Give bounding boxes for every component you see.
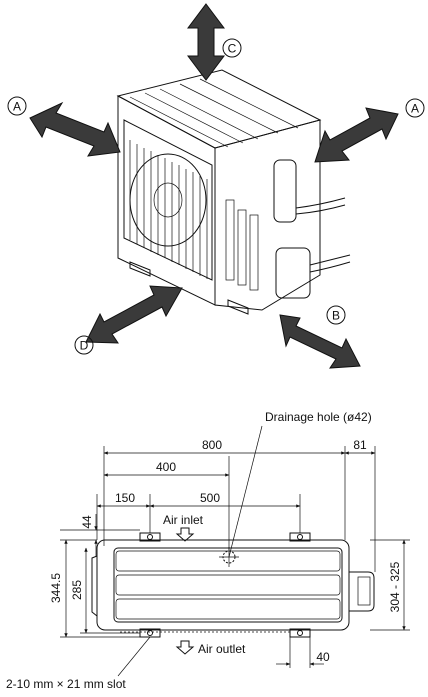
arrow-a-right	[314, 107, 399, 163]
dim-400: 400	[156, 460, 176, 474]
callout-a-right: A	[405, 98, 425, 118]
dimension-lines	[64, 451, 406, 666]
clearance-arrows	[29, 3, 399, 369]
dim-800: 800	[202, 438, 222, 452]
air-outlet-arrow	[175, 640, 195, 655]
svg-text:C: C	[228, 42, 237, 56]
svg-text:A: A	[13, 100, 21, 114]
dim-344-5: 344.5	[49, 573, 63, 603]
outdoor-unit-illustration	[116, 69, 351, 315]
slot-label: 2-10 mm × 21 mm slot	[6, 677, 126, 691]
callout-d: D	[74, 335, 94, 355]
drainage-hole-label: Drainage hole (ø42)	[265, 410, 372, 424]
dim-81: 81	[353, 438, 367, 452]
arrow-d	[85, 285, 183, 344]
arrow-b	[279, 314, 361, 369]
svg-text:B: B	[332, 309, 340, 323]
air-inlet-label: Air inlet	[163, 513, 204, 527]
dim-285: 285	[70, 580, 84, 600]
dim-304-325: 304 - 325	[388, 561, 402, 612]
dim-150: 150	[115, 491, 135, 505]
svg-text:A: A	[411, 102, 419, 116]
dim-500: 500	[200, 491, 220, 505]
air-inlet-arrow	[175, 527, 195, 542]
dim-44: 44	[80, 515, 94, 529]
top-view-drawing	[91, 425, 375, 638]
slot-leader	[117, 636, 151, 677]
callout-c: C	[222, 38, 242, 58]
air-outlet-label: Air outlet	[198, 642, 246, 656]
arrow-c	[187, 3, 225, 81]
svg-text:D: D	[80, 339, 89, 353]
dim-40: 40	[316, 650, 330, 664]
arrow-a-left	[29, 101, 121, 157]
callout-b: B	[326, 305, 346, 325]
callout-a-left: A	[7, 96, 27, 116]
